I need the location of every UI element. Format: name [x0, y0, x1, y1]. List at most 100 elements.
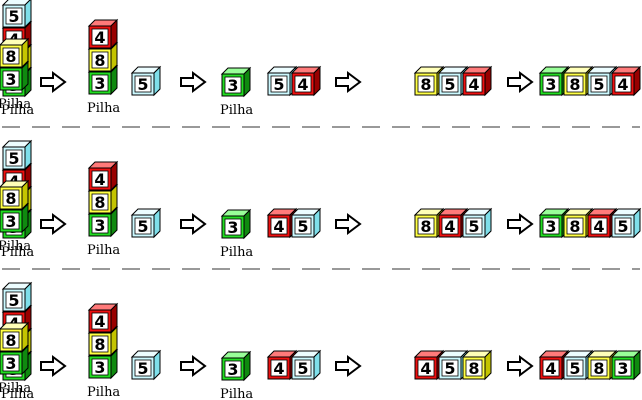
row-3: 3845Pilha384Pilha538Pilha453Pilha4584583 [0, 281, 642, 400]
cube-number: 4 [468, 75, 479, 94]
cube-3: 3 [0, 344, 30, 376]
cube-number: 3 [227, 76, 238, 95]
cube-number: 8 [5, 47, 16, 66]
cube-label-box [224, 218, 242, 236]
cube-label-box [91, 216, 109, 234]
output-row: 5 [130, 65, 162, 97]
cube-4: 4 [87, 160, 119, 192]
hollow-right-arrow-icon [507, 71, 534, 93]
stack-label: Pilha [87, 101, 120, 116]
hollow-right-arrow-icon [40, 355, 67, 377]
hollow-right-arrow-icon [40, 213, 67, 235]
cube-number: 3 [545, 217, 556, 236]
cube-number: 8 [94, 335, 105, 354]
hollow-right-arrow-icon [335, 355, 362, 377]
cube-label-box [590, 217, 608, 235]
cube-label-box [566, 359, 584, 377]
hollow-right-arrow-icon [180, 213, 207, 235]
cube-label-box [91, 28, 109, 46]
cube-label-box [2, 70, 20, 88]
hollow-right-arrow-icon [335, 213, 362, 235]
cube-number: 4 [273, 359, 284, 378]
cube-number: 4 [444, 217, 455, 236]
cube-label-box [224, 360, 242, 378]
cube-label-box [590, 75, 608, 93]
stack-label: Pilha [87, 243, 120, 258]
stack-label: Pilha [0, 97, 31, 112]
cube-label-box [270, 217, 288, 235]
cube-number: 4 [420, 359, 431, 378]
cube-label-box [91, 358, 109, 376]
cube-5: 5 [1, 281, 33, 313]
cube-4: 4 [610, 65, 642, 97]
cube-label-box [2, 212, 20, 230]
cube-5: 5 [290, 207, 322, 239]
cube-5: 5 [290, 349, 322, 381]
cube-4: 4 [461, 65, 493, 97]
cube-4: 4 [586, 207, 618, 239]
cube-number: 5 [8, 291, 19, 310]
cube-number: 5 [444, 75, 455, 94]
cube-label-box [2, 331, 20, 349]
stack-label: Pilha [87, 385, 120, 400]
cube-label-box [270, 359, 288, 377]
cube-label-box [5, 149, 23, 167]
cube-label-box [590, 359, 608, 377]
cube-label-box [465, 217, 483, 235]
cube-number: 3 [227, 218, 238, 237]
cube-8: 8 [461, 349, 493, 381]
cube-number: 5 [444, 359, 455, 378]
cube-number: 3 [617, 359, 628, 378]
cube-number: 8 [5, 189, 16, 208]
cube-number: 3 [5, 212, 16, 231]
cube-3: 3 [87, 206, 119, 238]
cube-number: 4 [94, 170, 105, 189]
row-1: 3845Pilha384Pilha538Pilha543Pilha8543854 [0, 0, 642, 128]
cube-label-box [134, 75, 152, 93]
hollow-right-arrow-icon [507, 355, 534, 377]
cube-5: 5 [1, 0, 32, 29]
cube-3: 3 [220, 208, 252, 240]
output-row: 5 [130, 349, 162, 381]
stack-label: Pilha [220, 103, 253, 118]
cube-label-box [566, 75, 584, 93]
cube-label-box [542, 75, 560, 93]
stack-label: Pilha [1, 387, 34, 400]
cube-label-box [2, 189, 20, 207]
cube-number: 5 [297, 217, 308, 236]
cube-8: 8 [0, 179, 30, 211]
cube-4: 4 [290, 65, 322, 97]
cube-number: 3 [5, 70, 16, 89]
cube-number: 5 [273, 75, 284, 94]
cube-label-box [294, 75, 312, 93]
cube-number: 8 [420, 217, 431, 236]
cube-label-box [542, 359, 560, 377]
cube-number: 3 [227, 360, 238, 379]
cube-number: 5 [569, 359, 580, 378]
cube-4: 4 [87, 302, 119, 334]
cube-5: 5 [130, 349, 162, 381]
cube-number: 3 [94, 358, 105, 377]
cube-5: 5 [130, 207, 162, 239]
hollow-right-arrow-icon [180, 71, 207, 93]
cube-label-box [134, 359, 152, 377]
cube-3: 3 [220, 350, 252, 382]
